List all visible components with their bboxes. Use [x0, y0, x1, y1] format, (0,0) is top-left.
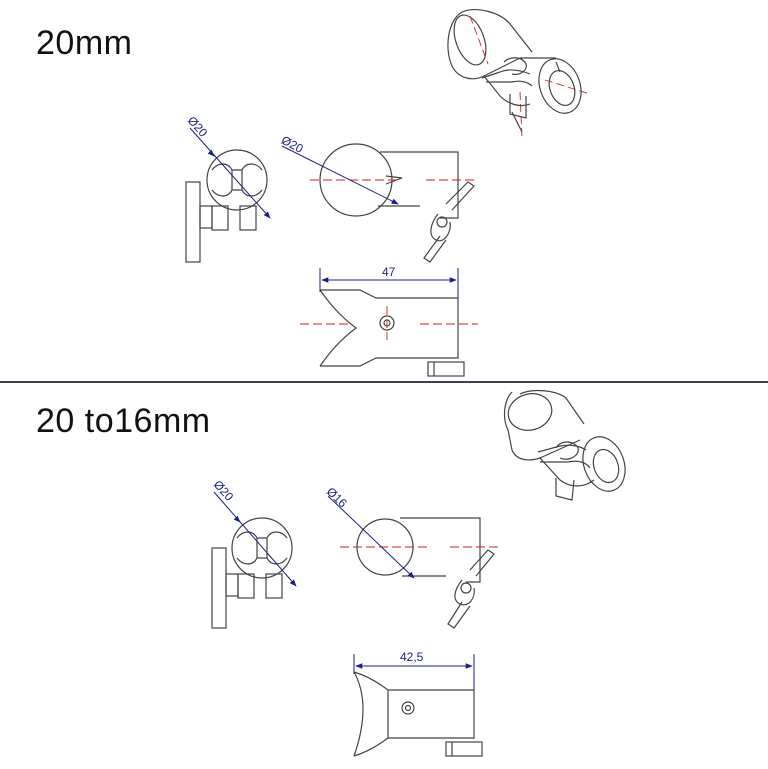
front-dimension-label-1: Ø20: [279, 133, 306, 156]
side-view-dimension-2: [213, 491, 297, 587]
length-label-2: 42,5: [400, 650, 424, 664]
side-view-dimension-1: [189, 127, 271, 219]
clamp-top-view-2: [353, 671, 483, 757]
length-dimension-1: [319, 268, 459, 298]
clamp-side-view-2: [211, 517, 293, 629]
side-dimension-label-1: Ø20: [185, 114, 211, 140]
clamp-top-view-1: [319, 289, 465, 377]
section-title-20-to-16mm: 20 to16mm: [36, 402, 211, 440]
clamp-side-view-1: [185, 149, 268, 263]
clamp-front-view-2: [356, 517, 495, 629]
clamp-isometric-view-2: [503, 389, 626, 501]
front-view-dimension-2: [327, 495, 415, 579]
clamp-isometric-view-1: [447, 9, 582, 133]
top-view-centerlines-1: [300, 306, 478, 340]
section-title-20mm: 20mm: [36, 24, 133, 62]
front-view-dimension-1: [281, 145, 399, 205]
section-divider: [0, 381, 768, 383]
front-dimension-label-2: Ø16: [324, 484, 350, 510]
length-dimension-2: [353, 654, 475, 690]
length-label-1: 47: [382, 265, 396, 279]
side-dimension-label-2: Ø20: [211, 478, 237, 504]
isometric-centerlines-1: [469, 15, 591, 139]
